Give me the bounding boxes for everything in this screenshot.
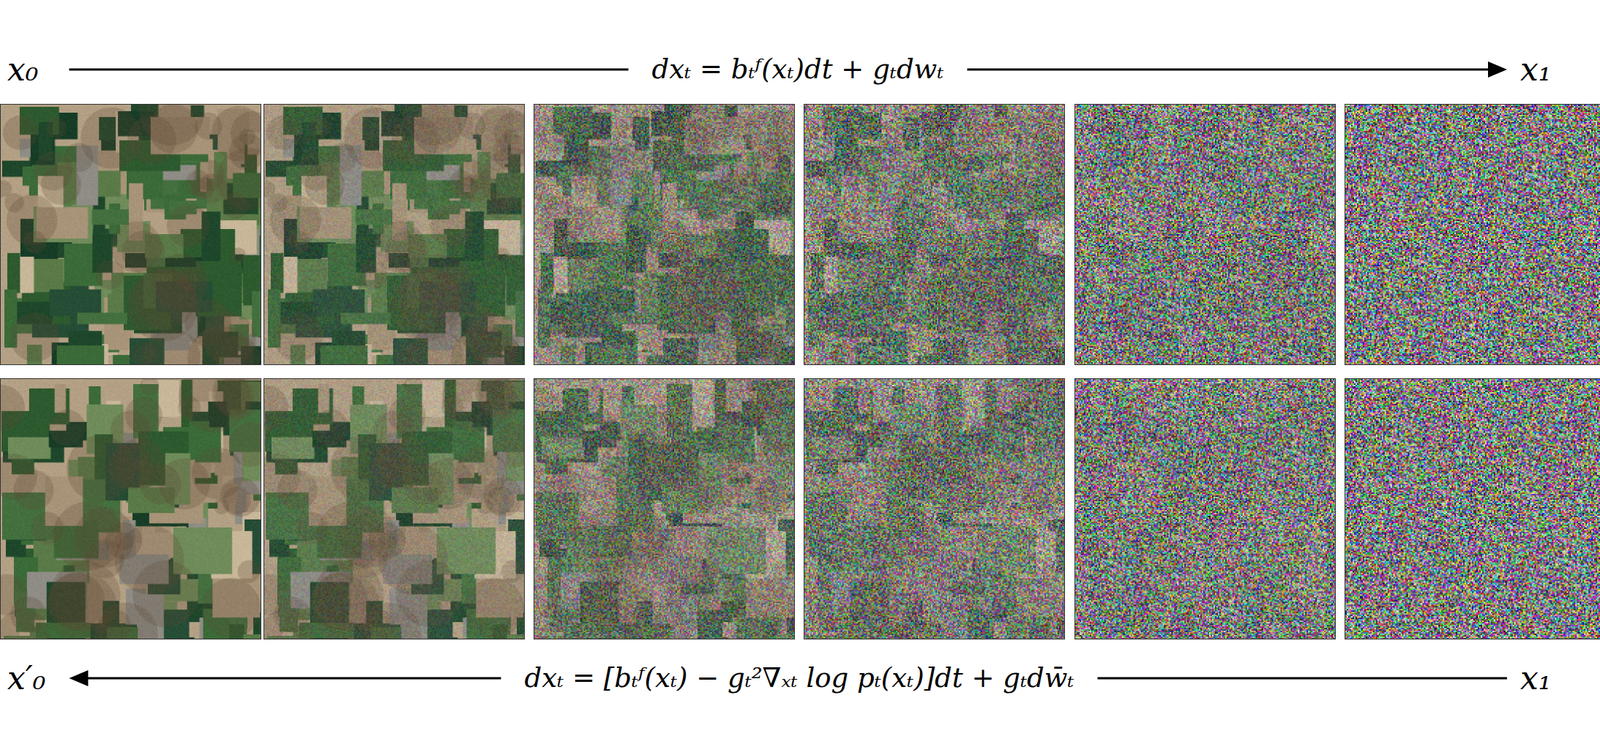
diffusion-image bbox=[1344, 103, 1600, 366]
forward-sde: dxₜ = bₜᶠ(xₜ)dt + gₜdwₜ bbox=[650, 53, 946, 86]
generated-state-label: x′₀ bbox=[5, 659, 47, 699]
arrow-line bbox=[966, 68, 1497, 71]
diffusion-image bbox=[1074, 103, 1336, 366]
arrow-head bbox=[68, 670, 88, 687]
arrow-head bbox=[1488, 61, 1508, 78]
end-state-label: x₁ bbox=[1518, 659, 1553, 699]
arrow-line bbox=[1097, 677, 1508, 680]
diffusion-image bbox=[263, 103, 525, 366]
reverse-sde: dxₜ = [bₜᶠ(xₜ) − gₜ²∇ₓₜ log pₜ(xₜ)]dt + … bbox=[523, 662, 1076, 695]
diffusion-image bbox=[0, 378, 262, 640]
diffusion-image bbox=[1074, 378, 1336, 640]
diffusion-image bbox=[533, 378, 795, 640]
diffusion-image bbox=[533, 103, 795, 366]
arrow-line bbox=[73, 677, 501, 680]
diffusion-image bbox=[803, 103, 1065, 366]
start-state-label: x₀ bbox=[5, 50, 40, 90]
diffusion-image bbox=[263, 378, 525, 640]
diffusion-image bbox=[803, 378, 1065, 640]
diffusion-image bbox=[1344, 378, 1600, 640]
end-state-label: x₁ bbox=[1518, 50, 1553, 90]
diffusion-image bbox=[0, 103, 262, 366]
arrow-line bbox=[68, 68, 628, 71]
